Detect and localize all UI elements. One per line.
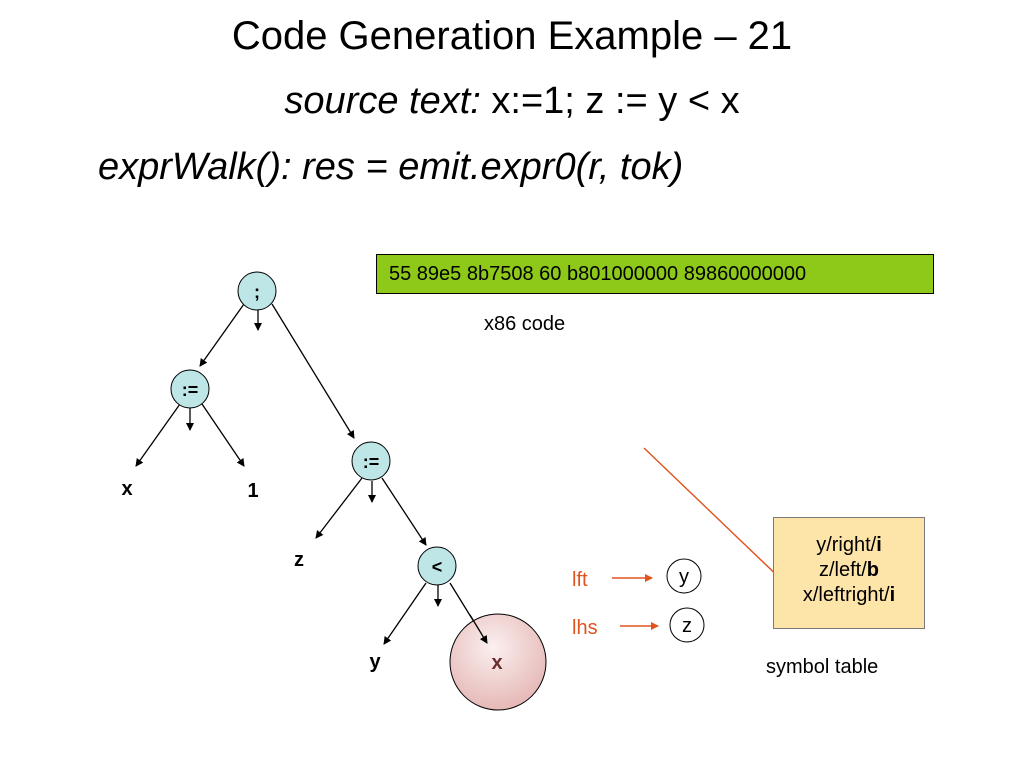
node-less-than-label: < (432, 557, 443, 577)
source-label: source text: (284, 80, 481, 122)
pointer-lhs-label: lhs (572, 617, 598, 639)
leaf-y: y (369, 651, 381, 673)
x86-code-caption: x86 code (484, 313, 566, 335)
pointer-lft-label: lft (572, 569, 588, 591)
expr-walk-line: exprWalk(): res = emit.expr0(r, tok) (98, 146, 684, 188)
x86-code-box: 55 89e5 8b7508 60 b801000000 89860000000 (376, 254, 934, 294)
symbol-row-1: z/left/b (818, 559, 879, 581)
node-x-highlighted: x (449, 613, 547, 711)
pointer-lhs-target: z (669, 607, 705, 643)
symbol-table-caption: symbol table (766, 656, 879, 678)
node-root-label: ; (254, 282, 260, 302)
leaf-x-2-label: x (491, 652, 502, 674)
symbol-row-0: y/right/i (816, 534, 882, 556)
edge-assign1-x (135, 403, 181, 467)
node-assign-1: := (170, 369, 210, 409)
leaf-z: z (294, 549, 304, 571)
edge-assign1-1 (201, 403, 245, 467)
source-text-line: source text: x:=1; z := y < x (0, 78, 1024, 124)
symbol-table-arrow (643, 447, 787, 585)
pointer-lhs-value: z (682, 615, 692, 637)
symbol-row-2: x/leftright/i (802, 584, 896, 606)
edge-assign2-less (381, 477, 427, 546)
node-assign-2: := (351, 441, 391, 481)
node-assign-2-label: := (363, 452, 380, 472)
symbol-table-box: y/right/i z/left/b x/leftright/i (773, 517, 925, 629)
pointer-lft-value: y (679, 566, 689, 588)
edge-less-x-head (469, 614, 488, 644)
edge-less-y (383, 582, 427, 645)
slide-title: Code Generation Example – 21 (231, 14, 793, 58)
source-code: x:=1; z := y < x (480, 80, 740, 122)
node-less-than: < (417, 546, 457, 586)
leaf-x-1: x (121, 478, 132, 500)
edge-root-assign1 (199, 303, 245, 367)
edge-root-assign2 (271, 303, 355, 439)
node-assign-1-label: := (182, 380, 199, 400)
leaf-1: 1 (247, 480, 258, 502)
edge-assign2-z (315, 477, 363, 539)
node-root-semicolon: ; (237, 271, 277, 311)
pointer-lft-target: y (666, 558, 702, 594)
